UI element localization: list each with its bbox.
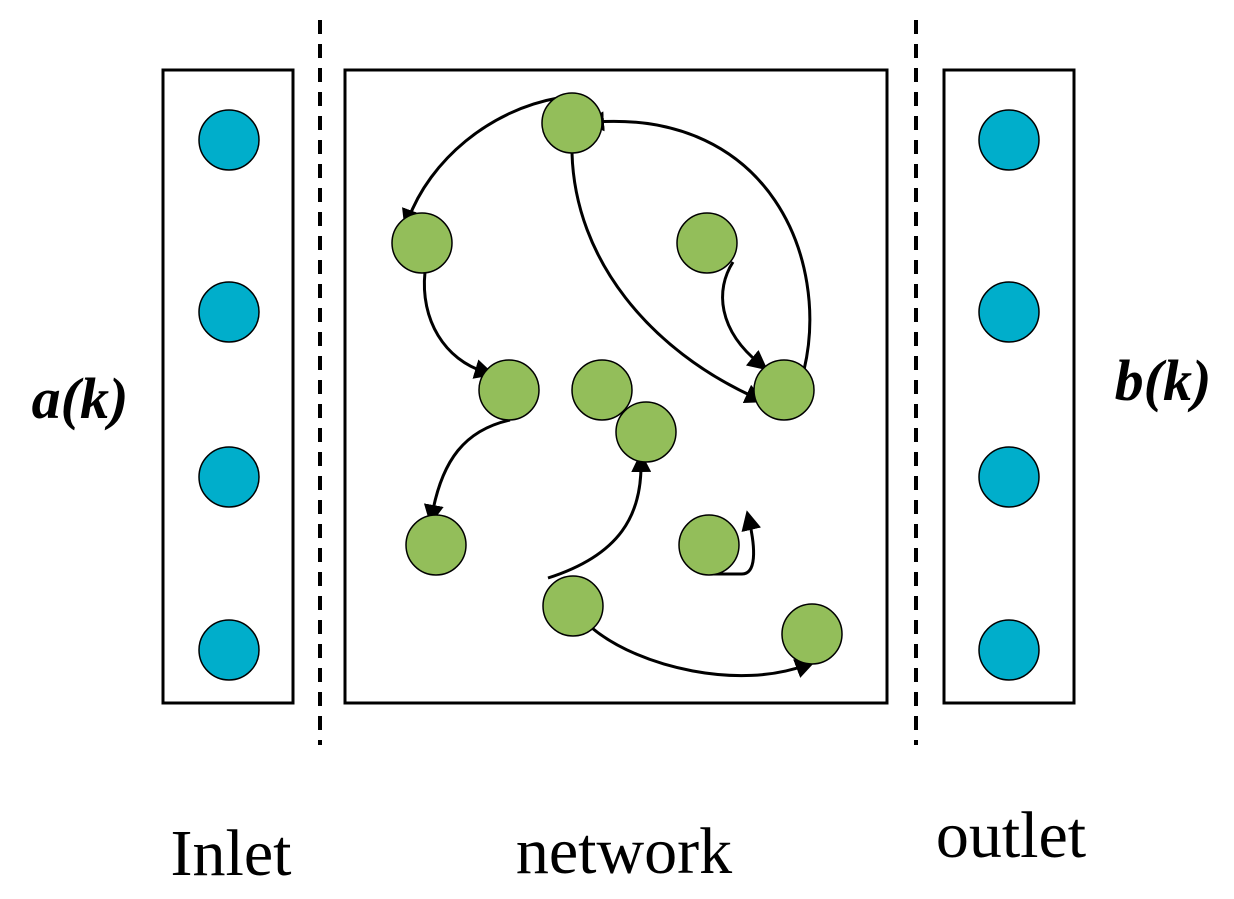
outlet-node (978, 619, 1040, 681)
network-node (571, 359, 633, 421)
inlet-label: Inlet (171, 817, 292, 890)
network-node (615, 401, 677, 463)
network-node (678, 514, 740, 576)
edge-bottom-to-lower-right (591, 626, 816, 678)
edge-self-loop (713, 510, 762, 576)
network-edges (402, 96, 816, 678)
network-label: network (516, 815, 732, 888)
network-node (753, 359, 815, 421)
outlet-nodes (978, 109, 1040, 681)
left-symbol: a(k) (32, 366, 129, 431)
inlet-node (198, 619, 260, 681)
inlet-node (198, 446, 260, 508)
outlet-node (978, 446, 1040, 508)
network-node (391, 212, 453, 274)
network-node (542, 575, 604, 637)
inlet-box (161, 68, 295, 705)
network-node (676, 212, 738, 274)
network-nodes (391, 92, 843, 665)
outlet-node (978, 109, 1040, 171)
inlet-node (198, 281, 260, 343)
edge-bottom-to-center (547, 452, 652, 580)
outlet-box (942, 68, 1076, 705)
right-symbol: b(k) (1115, 348, 1212, 413)
edge-top-to-upper-left (402, 96, 559, 230)
network-node (541, 92, 603, 154)
edge-right-to-top (584, 111, 812, 371)
network-node (478, 359, 540, 421)
edge-top-to-right (570, 152, 766, 403)
inlet-nodes (198, 109, 260, 681)
outlet-node (978, 281, 1040, 343)
edge-middle-to-lower-left (423, 418, 511, 525)
outlet-label: outlet (936, 799, 1086, 872)
edge-upper-right-to-right (721, 261, 768, 371)
network-box (343, 68, 889, 705)
network-node (405, 514, 467, 576)
inlet-node (198, 109, 260, 171)
network-node (781, 603, 843, 665)
edge-upper-left-to-middle (422, 271, 495, 379)
